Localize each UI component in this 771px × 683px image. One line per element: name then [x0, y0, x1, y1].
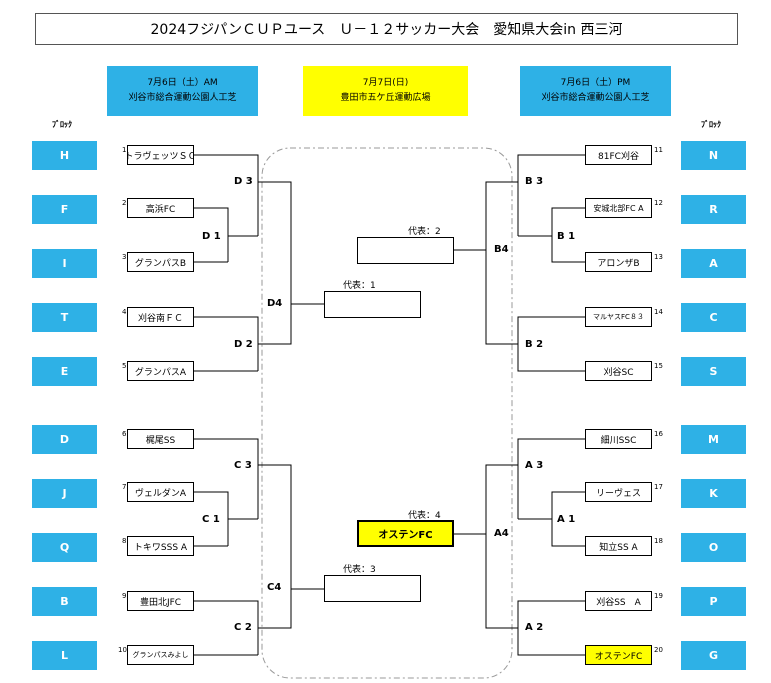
block-label: C	[681, 303, 746, 332]
block-label: M	[681, 425, 746, 454]
representative-box	[324, 291, 421, 318]
block-header-left: ﾌﾞﾛｯｸ	[52, 120, 72, 129]
seed-number: 3	[122, 253, 127, 261]
match-label-a4: A4	[494, 528, 509, 539]
match-label-d3: D 3	[234, 176, 253, 187]
seed-number: 20	[654, 646, 663, 654]
seed-number: 11	[654, 146, 663, 154]
block-label: R	[681, 195, 746, 224]
block-label: O	[681, 533, 746, 562]
team-box: 細川SSC	[585, 429, 652, 449]
representative-box	[324, 575, 421, 602]
seed-number: 5	[122, 362, 127, 370]
seed-number: 16	[654, 430, 663, 438]
match-label-c3: C 3	[234, 460, 252, 471]
block-label: N	[681, 141, 746, 170]
seed-number: 15	[654, 362, 663, 370]
representative-label: 代表：4	[408, 511, 441, 521]
seed-number: 2	[122, 199, 127, 207]
seed-number: 8	[122, 537, 127, 545]
team-box: 豊田北JFC	[127, 591, 194, 611]
match-label-d4: D4	[267, 298, 283, 309]
block-label: T	[32, 303, 97, 332]
match-label-c4: C4	[267, 582, 282, 593]
seed-number: 14	[654, 308, 663, 316]
venue-right: 7月6日（土）PM 刈谷市総合運動公園人工芝	[520, 66, 671, 116]
block-label: J	[32, 479, 97, 508]
block-label: Q	[32, 533, 97, 562]
block-label: P	[681, 587, 746, 616]
seed-number: 12	[654, 199, 663, 207]
venue-right-place: 刈谷市総合運動公園人工芝	[541, 93, 650, 103]
match-label-d1: D 1	[202, 231, 221, 242]
seed-number: 7	[122, 483, 127, 491]
team-box: 梶尾SS	[127, 429, 194, 449]
match-label-b3: B 3	[525, 176, 544, 187]
venue-left-place: 刈谷市総合運動公園人工芝	[128, 93, 237, 103]
team-box: 安城北部FC A	[585, 198, 652, 218]
seed-number: 9	[122, 592, 127, 600]
seed-number: 18	[654, 537, 663, 545]
block-label: D	[32, 425, 97, 454]
seed-number: 10	[118, 646, 127, 654]
block-label: F	[32, 195, 97, 224]
seed-number: 19	[654, 592, 663, 600]
venue-left-date: 7月6日（土）AM	[147, 78, 218, 88]
venue-right-date: 7月6日（土）PM	[560, 78, 631, 88]
team-box-highlighted: オステンFC	[585, 645, 652, 665]
venue-center-place: 豊田市五ケ丘運動広場	[340, 93, 431, 103]
seed-number: 6	[122, 430, 127, 438]
representative-label: 代表：1	[343, 281, 376, 291]
match-label-a2: A 2	[525, 622, 544, 633]
block-header-right: ﾌﾞﾛｯｸ	[701, 120, 721, 129]
block-label: G	[681, 641, 746, 670]
team-box: 高浜FC	[127, 198, 194, 218]
seed-number: 1	[122, 146, 127, 154]
representative-box-highlighted: オステンFC	[357, 520, 454, 547]
match-label-b4: B4	[494, 244, 509, 255]
team-box: 81FC刈谷	[585, 145, 652, 165]
team-box: 刈谷南ＦＣ	[127, 307, 194, 327]
match-label-b1: B 1	[557, 231, 576, 242]
match-label-d2: D 2	[234, 339, 253, 350]
team-box: 刈谷SC	[585, 361, 652, 381]
team-box: 刈谷SS A	[585, 591, 652, 611]
team-box: グランパスみよし	[127, 645, 194, 665]
match-label-b2: B 2	[525, 339, 544, 350]
venue-center-date: 7月7日(日)	[362, 78, 409, 88]
page-title: 2024フジパンＣＵＰユース Ｕ－１２サッカー大会 愛知県大会in 西三河	[35, 13, 738, 45]
team-box: トラヴェッツＳＣ	[127, 145, 194, 165]
team-box: トキワSSS A	[127, 536, 194, 556]
block-label: B	[32, 587, 97, 616]
block-label: L	[32, 641, 97, 670]
representative-box	[357, 237, 454, 264]
block-label: K	[681, 479, 746, 508]
block-label: S	[681, 357, 746, 386]
team-box: リーヴェス	[585, 482, 652, 502]
team-box: グランパスA	[127, 361, 194, 381]
block-label: H	[32, 141, 97, 170]
representative-label: 代表：2	[408, 227, 441, 237]
team-box: マルヤスFC８３	[585, 307, 652, 327]
representative-label: 代表：3	[343, 565, 376, 575]
block-label: I	[32, 249, 97, 278]
block-label: E	[32, 357, 97, 386]
match-label-c2: C 2	[234, 622, 252, 633]
venue-center: 7月7日(日) 豊田市五ケ丘運動広場	[303, 66, 468, 116]
team-box: アロンザB	[585, 252, 652, 272]
seed-number: 13	[654, 253, 663, 261]
match-label-a3: A 3	[525, 460, 544, 471]
seed-number: 17	[654, 483, 663, 491]
match-label-a1: A 1	[557, 514, 576, 525]
block-label: A	[681, 249, 746, 278]
match-label-c1: C 1	[202, 514, 220, 525]
venue-left: 7月6日（土）AM 刈谷市総合運動公園人工芝	[107, 66, 258, 116]
seed-number: 4	[122, 308, 127, 316]
team-box: 知立SS A	[585, 536, 652, 556]
team-box: ヴェルダンA	[127, 482, 194, 502]
team-box: グランパスB	[127, 252, 194, 272]
